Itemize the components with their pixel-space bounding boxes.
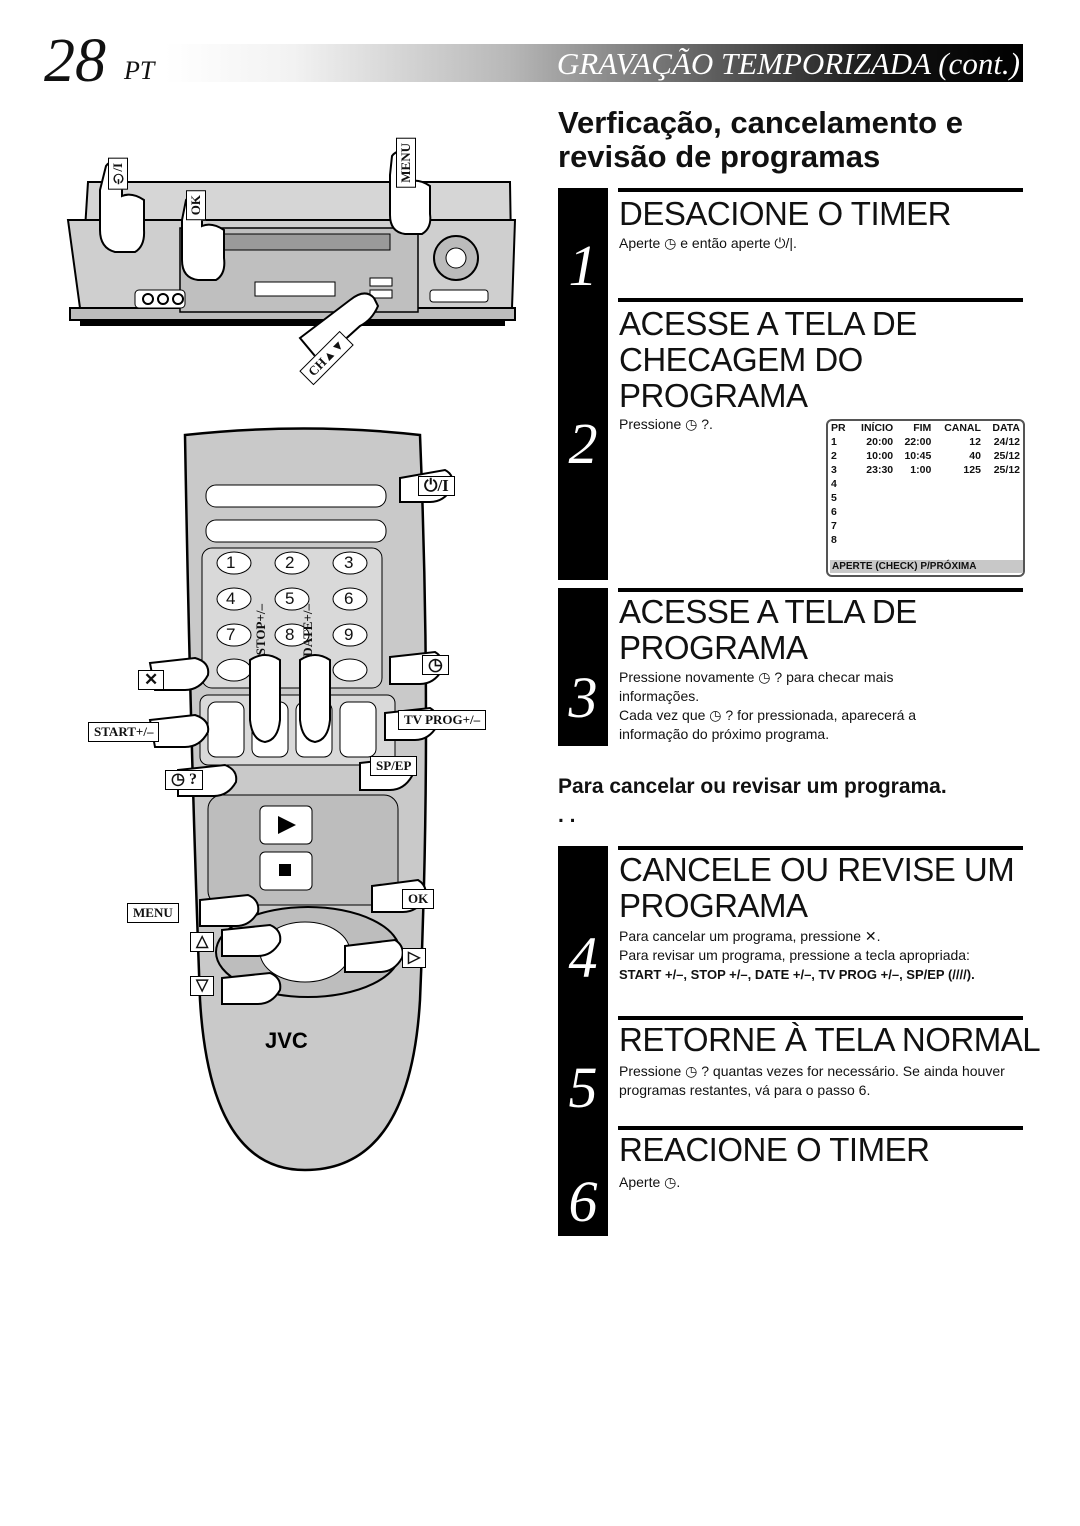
remote-key-6: 6: [344, 589, 354, 608]
col-fim: FIM: [913, 422, 932, 434]
step-6-heading: REACIONE O TIMER: [619, 1131, 930, 1168]
cancel-review-subheading: Para cancelar ou revisar um programa. . …: [558, 775, 947, 827]
page-number: 28: [44, 27, 106, 95]
step-5-rule: [618, 1016, 1023, 1020]
step-2-rule: [618, 298, 1023, 302]
step-5-bar: [558, 1016, 608, 1126]
step-1-rule: [618, 188, 1023, 192]
step-4-text-2: Para revisar um programa, pressione a te…: [619, 947, 970, 963]
table-row: 6: [831, 506, 837, 518]
remote-key-1: 1: [226, 553, 236, 572]
step-3-rule: [618, 588, 1023, 592]
step-1-number: 1: [568, 233, 598, 298]
step-1-heading: DESACIONE O TIMER: [619, 195, 951, 232]
col-canal: CANAL: [944, 422, 981, 434]
remote-up-label: △: [190, 932, 215, 952]
remote-stop-label: STOP+/–: [253, 604, 268, 656]
step-2-heading: ACESSE A TELA DE CHECAGEM DO PROGRAMA: [619, 305, 917, 414]
remote-start-label: START+/–: [88, 722, 160, 742]
header-bar: [165, 44, 1023, 82]
section-title: Verficação, cancelamento e revisão de pr…: [558, 105, 963, 174]
step-3-heading: ACESSE A TELA DE PROGRAMA: [619, 593, 917, 666]
table-row: 5: [831, 492, 837, 504]
step-6-rule: [618, 1126, 1023, 1130]
remote-key-3: 3: [344, 553, 354, 572]
step-4-number: 4: [568, 925, 598, 990]
remote-control: JVC: [183, 427, 428, 1172]
step-2-number: 2: [568, 411, 598, 476]
svg-text:JVC: JVC: [265, 1028, 308, 1053]
remote-key-4: 4: [226, 589, 236, 608]
remote-key-2: 2: [285, 553, 295, 572]
language-code: PT: [124, 56, 155, 85]
vcr-remote-illustration: JVC JVC: [66, 150, 517, 1172]
step-5-text: Pressione ◷ ? quantas vezes for necessár…: [619, 1063, 1005, 1098]
step-4-text-1: Para cancelar um programa, pressione ✕.: [619, 928, 881, 944]
remote-tvprog-label: TV PROG+/–: [398, 710, 487, 730]
step-2-text: Pressione ◷ ?.: [619, 416, 713, 432]
header-title: GRAVAÇÃO TEMPORIZADA (cont.): [556, 46, 1020, 81]
step-4-text-3: START +/–, STOP +/–, DATE +/–, TV PROG +…: [619, 967, 975, 982]
remote-key-5: 5: [285, 589, 295, 608]
step-3-number: 3: [568, 665, 598, 730]
remote-check-label: ◷ ?: [165, 770, 203, 790]
step-6-text: Aperte ◷.: [619, 1174, 681, 1190]
step-3-text-2: Cada vez que ◷ ? for pressionada, aparec…: [619, 707, 917, 742]
vcr-power-label: ⏻/I: [108, 158, 128, 190]
remote-ok-label: OK: [402, 889, 435, 909]
remote-key-8: 8: [285, 625, 295, 644]
col-pr: PR: [831, 422, 846, 434]
step-4-rule: [618, 846, 1023, 850]
remote-menu-label: MENU: [127, 903, 179, 923]
step-4-heading: CANCELE OU REVISE UM PROGRAMA: [619, 851, 1015, 924]
step-3-bar: [558, 588, 608, 746]
remote-key-9: 9: [344, 625, 354, 644]
check-screen-footer: APERTE (CHECK) P/PRÓXIMA: [830, 560, 1023, 573]
remote-timer-label: ◷: [422, 655, 449, 675]
table-row: 8: [831, 534, 837, 546]
remote-cancel-label: ✕: [138, 670, 165, 690]
step-1-text: Aperte ◷ e então aperte ⏻/|.: [619, 235, 797, 251]
remote-spep-label: SP/EP: [370, 756, 418, 776]
remote-power-label: ⏻/I: [418, 476, 455, 496]
vcr-menu-label: MENU: [396, 138, 416, 188]
table-row: 7: [831, 520, 837, 532]
step-5-heading: RETORNE À TELA NORMAL: [619, 1021, 1041, 1058]
col-data: DATA: [992, 422, 1020, 434]
remote-key-7: 7: [226, 625, 236, 644]
step-6-number: 6: [568, 1169, 598, 1234]
table-row: 4: [831, 478, 837, 490]
step-4-bar: [558, 846, 608, 1016]
step-2-bar: [558, 298, 608, 580]
col-inicio: INÍCIO: [861, 422, 894, 434]
step-6-bar: [558, 1126, 608, 1236]
remote-down-label: ▽: [190, 976, 215, 996]
step-5-number: 5: [568, 1055, 598, 1120]
remote-date-label: DATE+/–: [300, 604, 315, 657]
step-1-bar: [558, 188, 608, 298]
step-3-text-1: Pressione novamente ◷ ? para checar mais…: [619, 669, 894, 704]
vcr-ok-label: OK: [186, 190, 206, 221]
remote-right-label: ▷: [402, 948, 427, 968]
